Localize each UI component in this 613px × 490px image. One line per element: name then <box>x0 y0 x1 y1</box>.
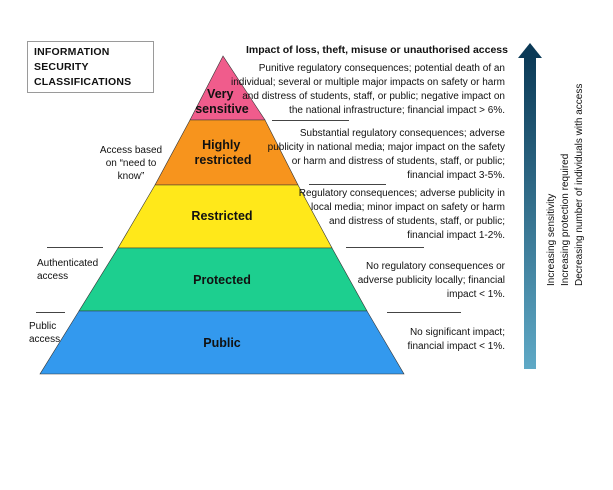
access-need-to-know-line-3: know” <box>117 171 145 182</box>
impact-highly-restricted-line-2: publicity in national media; major impac… <box>267 142 505 153</box>
impact-restricted-line-3: and distress of students, staff, or publ… <box>328 216 505 227</box>
impact-very-sensitive-line-4: the national infrastructure; financial i… <box>289 105 505 116</box>
tier-protected-label: Protected <box>193 273 251 287</box>
arrow-label-access: Decreasing number of individuals with ac… <box>574 83 585 286</box>
impact-restricted-line-2: local media; minor impact on safety or h… <box>311 202 505 213</box>
impact-very-sensitive: Punitive regulatory consequences; potent… <box>231 62 505 118</box>
tier-highly-restricted-label: Highly restricted <box>195 138 252 167</box>
classification-title-box: INFORMATION SECURITY CLASSIFICATIONS <box>27 41 154 93</box>
impact-very-sensitive-line-2: individual; several or multiple major im… <box>231 77 505 88</box>
increasing-sensitivity-arrow-shaft <box>524 56 536 369</box>
access-need-to-know-line-1: Access based <box>99 145 163 156</box>
impact-highly-restricted-line-1: Substantial regulatory consequences; adv… <box>299 128 505 139</box>
access-need-to-know-line-2: on “need to <box>105 158 157 169</box>
impact-restricted-line-1: Regulatory consequences; adverse publici… <box>298 188 505 199</box>
impact-protected: No regulatory consequences or adverse pu… <box>358 260 505 302</box>
access-authenticated-line-2: access <box>37 271 69 282</box>
impact-heading: Impact of loss, theft, misuse or unautho… <box>246 44 508 56</box>
tier-public-label: Public <box>203 336 241 350</box>
increasing-sensitivity-arrow-head <box>518 43 542 58</box>
divider-2 <box>309 184 386 185</box>
tier-restricted-label: Restricted <box>191 209 252 223</box>
arrow-label-protection: Increasing protection required <box>560 153 571 286</box>
public-divider <box>36 312 65 313</box>
title-line-1: INFORMATION <box>34 46 110 58</box>
access-authenticated-line-1: Authenticated <box>37 258 99 269</box>
impact-public: No significant impact; financial impact … <box>407 326 505 354</box>
impact-highly-restricted-line-4: financial impact 3-5%. <box>407 170 505 181</box>
impact-public-line-1: No significant impact; <box>409 327 505 338</box>
tier-highly-restricted-label-line-2: restricted <box>195 153 252 167</box>
divider-3 <box>346 247 424 248</box>
impact-very-sensitive-line-1: Punitive regulatory consequences; potent… <box>258 63 505 74</box>
divider-1 <box>272 120 349 121</box>
access-public-line-1: Public <box>29 321 57 332</box>
impact-protected-line-3: impact < 1%. <box>446 289 505 300</box>
impact-highly-restricted: Substantial regulatory consequences; adv… <box>268 127 505 183</box>
impact-protected-line-2: adverse publicity locally; financial <box>357 275 505 286</box>
title-line-2: SECURITY <box>34 61 89 73</box>
tier-highly-restricted-label-line-1: Highly <box>202 138 240 152</box>
access-public-line-2: access <box>29 334 61 345</box>
access-need-to-know: Access based on “need to know” <box>95 144 167 183</box>
impact-public-line-2: financial impact < 1%. <box>407 341 505 352</box>
impact-restricted-line-4: financial impact 1-2%. <box>407 230 505 241</box>
tier-very-sensitive-label-line-2: sensitive <box>195 102 249 116</box>
title-line-3: CLASSIFICATIONS <box>34 76 132 88</box>
tier-very-sensitive-label: Very sensitive <box>195 87 249 116</box>
impact-protected-line-1: No regulatory consequences or <box>366 261 505 272</box>
access-authenticated: Authenticated access <box>37 257 111 283</box>
arrow-label-sensitivity: Increasing sensitivity <box>546 193 557 286</box>
access-public: Public access <box>29 320 79 346</box>
impact-very-sensitive-line-3: and distress of students, staff, or publ… <box>242 91 505 102</box>
authenticated-divider <box>47 247 103 248</box>
tier-very-sensitive-label-line-1: Very <box>207 87 233 101</box>
divider-4 <box>387 312 461 313</box>
impact-highly-restricted-line-3: or harm and distress of students, staff,… <box>291 156 505 167</box>
impact-restricted: Regulatory consequences; adverse publici… <box>299 187 505 243</box>
tier-public <box>39 310 405 375</box>
